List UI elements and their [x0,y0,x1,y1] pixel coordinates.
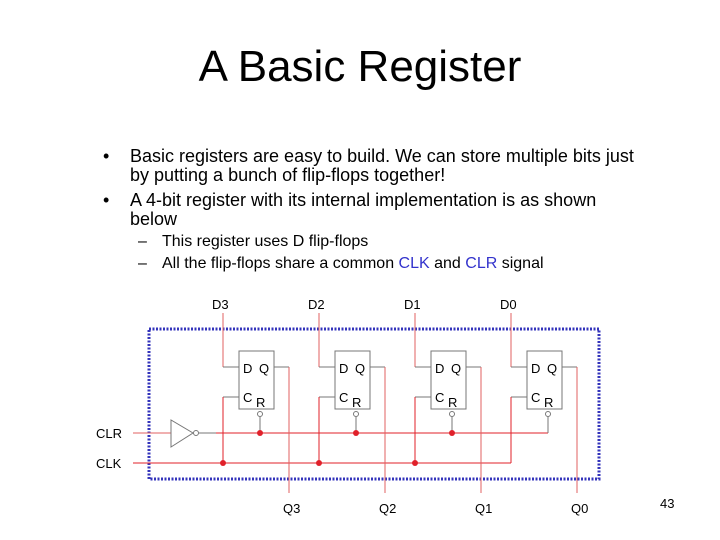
reset-bubble [353,411,359,417]
bullet-marker: • [103,146,110,166]
inverter-icon [170,419,194,448]
pin-q: Q [451,361,461,376]
text: and [429,255,466,272]
dash-marker: – [138,255,147,272]
pin-d: D [243,361,252,376]
pin-c: C [435,390,444,405]
bullet-1: Basic registers are easy to build. We ca… [130,147,634,185]
junction-dot [220,460,226,466]
bullet-2-line1: A 4-bit register with its internal imple… [130,190,597,210]
pin-r: R [544,395,553,410]
junction-dot [412,460,418,466]
flip-flop-0 [238,350,275,410]
pin-d: D [435,361,444,376]
reset-bubble [545,411,551,417]
sub-bullet-2: All the flip-flops share a common CLK an… [162,255,544,273]
text: signal [497,255,544,272]
bullet-2: A 4-bit register with its internal imple… [130,191,596,229]
pin-c: C [339,390,348,405]
pin-r: R [352,395,361,410]
clr-label: CLR [96,426,122,441]
pin-q: Q [259,361,269,376]
input-label-D2: D2 [308,297,325,312]
junction-dot [316,460,322,466]
pin-q: Q [547,361,557,376]
bullet-1-line1: Basic registers are easy to build. We ca… [130,146,634,166]
clk-highlight: CLK [398,255,430,272]
pin-d: D [339,361,348,376]
register-boundary [147,327,601,481]
pin-c: C [243,390,252,405]
clk-label: CLK [96,456,122,471]
flip-flop-2 [430,350,467,410]
reset-bubble [449,411,455,417]
input-label-D0: D0 [500,297,517,312]
output-label-Q3: Q3 [283,501,300,516]
input-label-D1: D1 [404,297,421,312]
flip-flop-3 [526,350,563,410]
reset-bubble [257,411,263,417]
output-label-Q2: Q2 [379,501,396,516]
junction-dot [257,430,263,436]
pin-d: D [531,361,540,376]
flip-flop-1 [334,350,371,410]
input-label-D3: D3 [212,297,229,312]
pin-q: Q [355,361,365,376]
page-number: 43 [660,496,675,511]
sub-bullet-1: This register uses D flip-flops [162,233,369,250]
output-label-Q0: Q0 [571,501,588,516]
output-label-Q1: Q1 [475,501,492,516]
clr-highlight: CLR [465,255,498,272]
bullet-2-line2: below [130,209,178,229]
pin-r: R [256,395,265,410]
bullet-marker: • [103,190,110,210]
dash-marker: – [138,233,147,250]
pin-r: R [448,395,457,410]
bullet-1-line2: by putting a bunch of flip-flops togethe… [130,165,446,185]
junction-dot [449,430,455,436]
slide-title: A Basic Register [198,42,522,91]
junction-dot [353,430,359,436]
pin-c: C [531,390,540,405]
inverter-bubble [193,430,199,436]
text: All the flip-flops share a common [162,255,399,272]
